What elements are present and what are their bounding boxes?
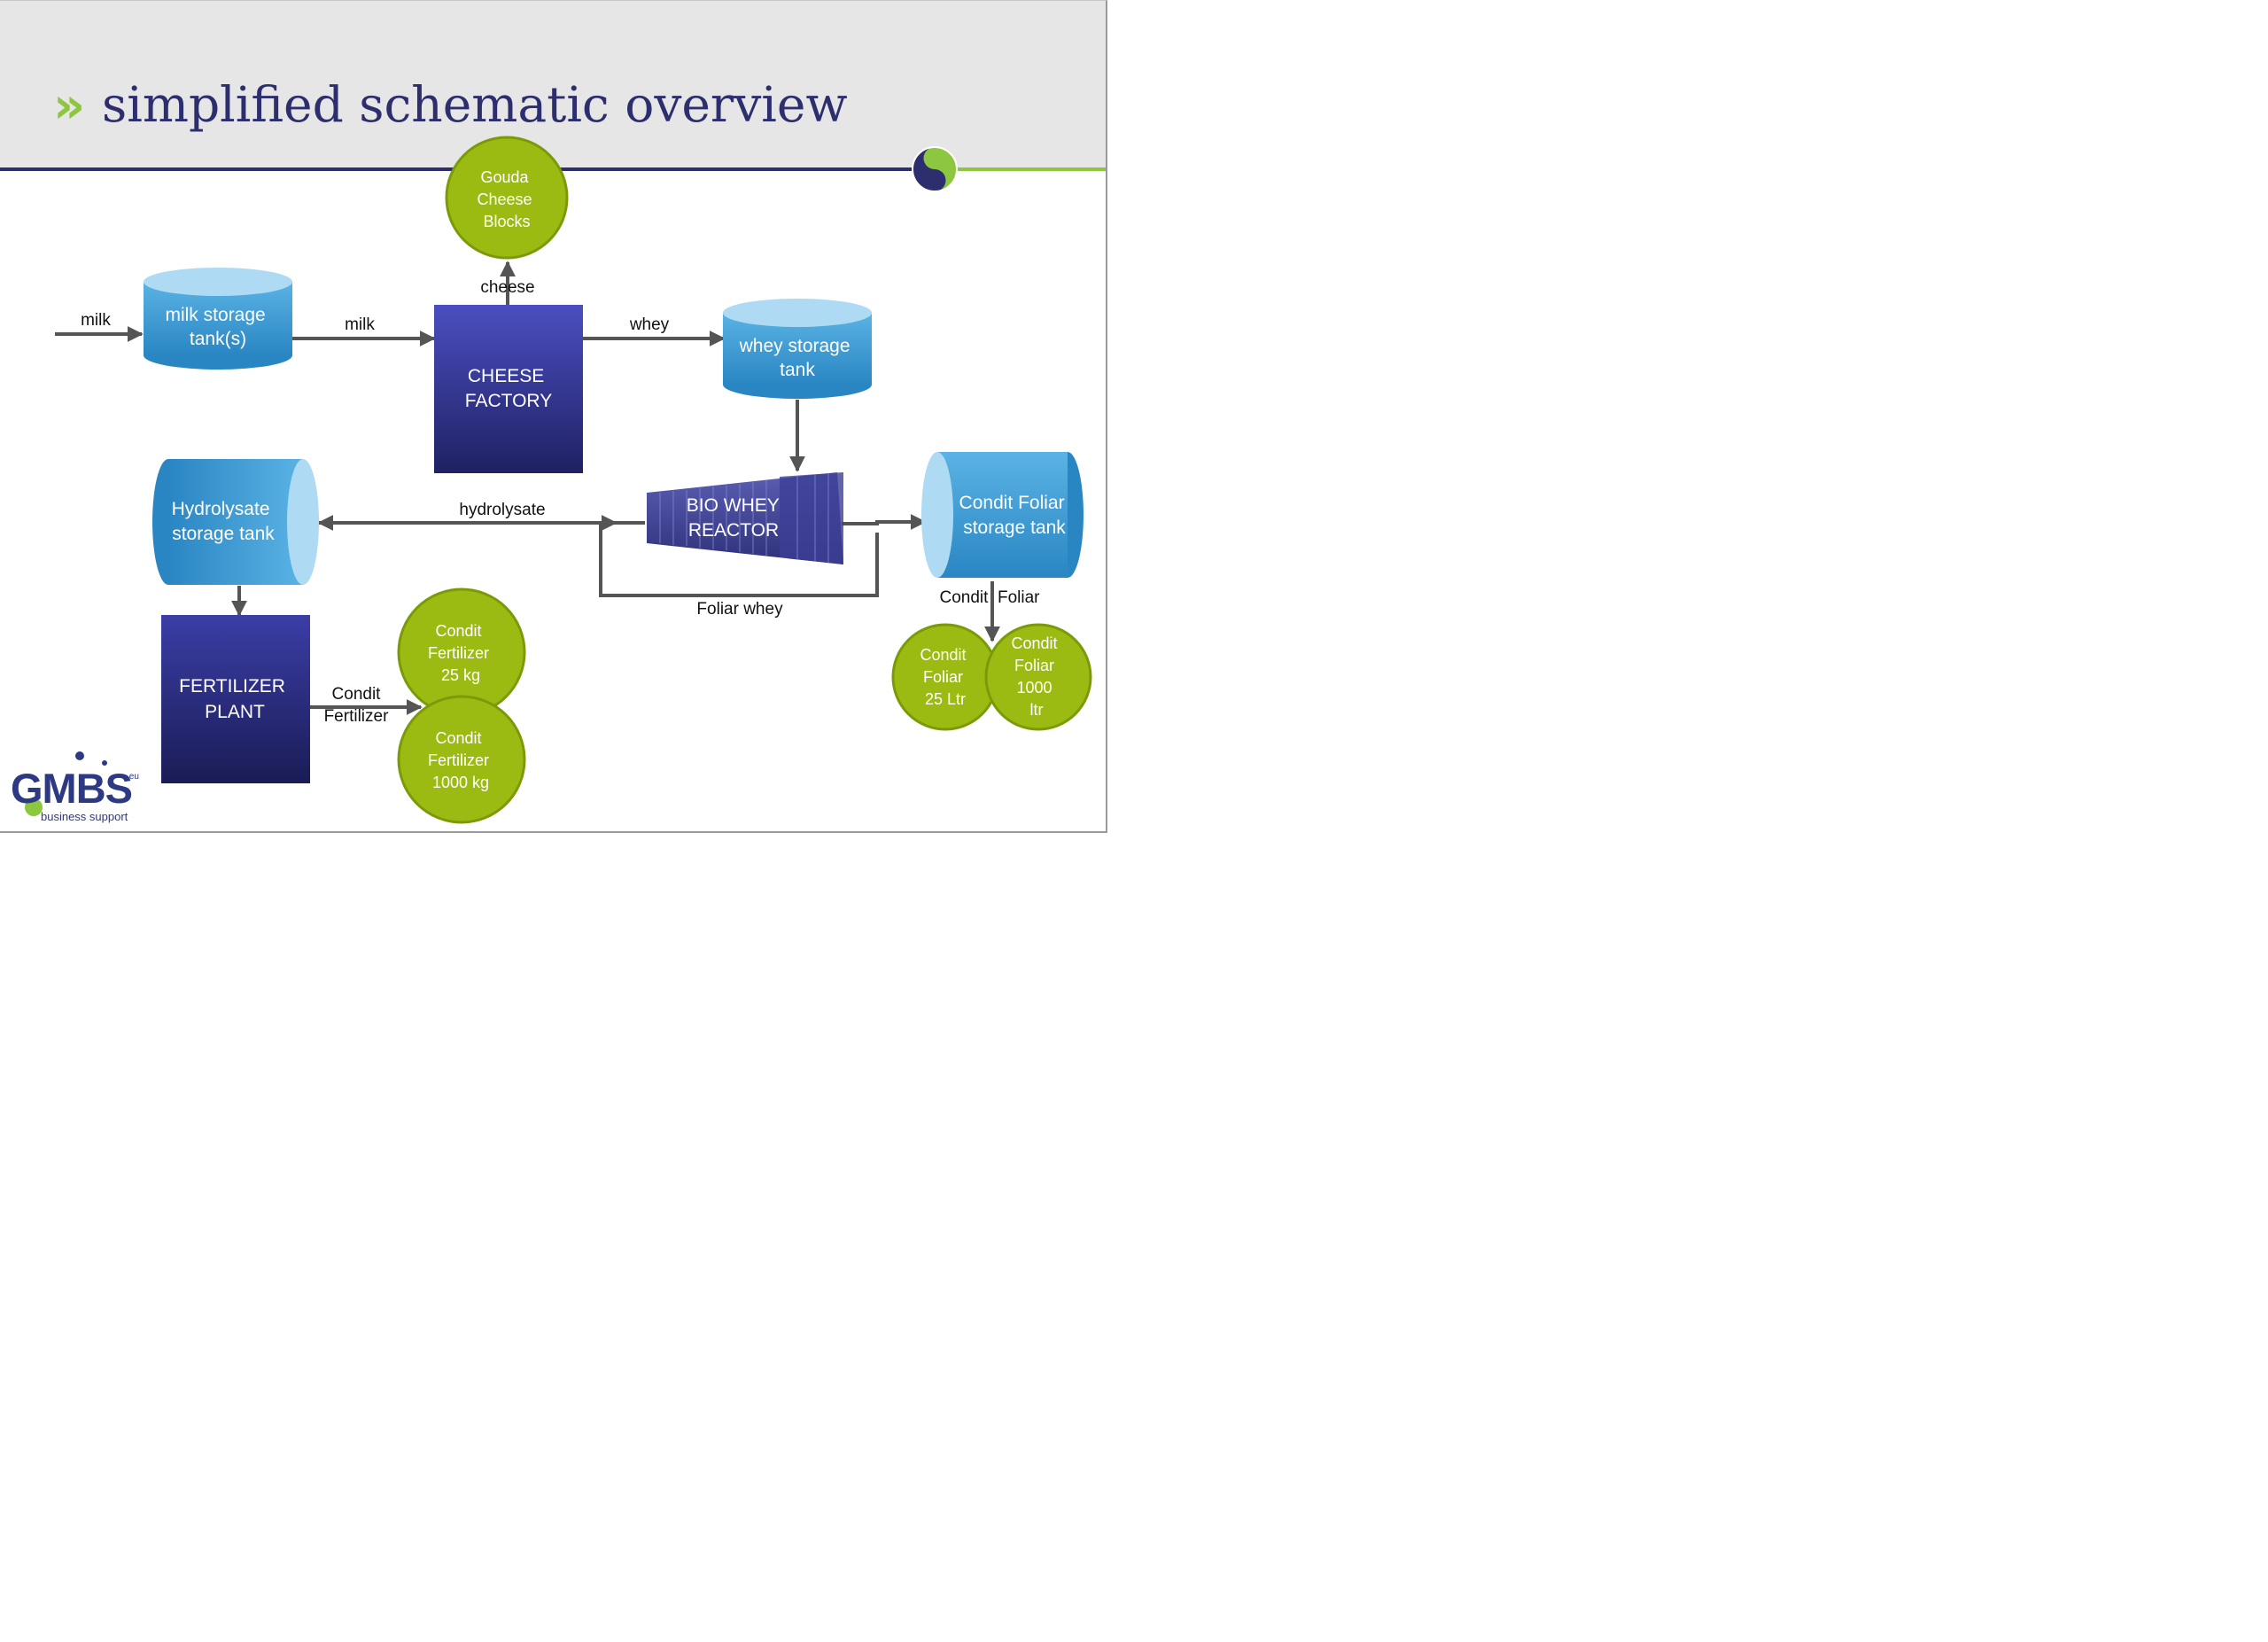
milk-to-factory-label: milk	[345, 315, 375, 334]
foliar-tank-label-1: Condit Foliar	[959, 493, 1065, 513]
foliar-tank-label-2: storage tank	[963, 518, 1066, 538]
condit-foliar-1000ltr: Condit Foliar 1000 ltr	[984, 623, 1092, 731]
condit-foliar-storage-tank: Condit Foliar storage tank	[921, 452, 1084, 578]
foliar-whey-label: Foliar whey	[696, 600, 783, 619]
hydrolysate-storage-tank: Hydrolysate storage tank	[152, 459, 319, 585]
milk-tank-label-2: tank(s)	[190, 329, 246, 349]
svg-text:Condit Foliar storage: Condit Foliar storage tank	[959, 493, 1070, 538]
whey-tank-label-1: whey storage	[739, 336, 850, 356]
foliar-25l-label-3: 25 Ltr	[925, 690, 966, 708]
fert-1000kg-label-3: 1000 kg	[432, 774, 489, 791]
gouda-label-1: Gouda	[480, 168, 529, 186]
logo-dots-icon	[25, 751, 107, 816]
svg-text:whey storage tank: whey storage tank	[739, 336, 856, 380]
cheese-label: cheese	[480, 278, 534, 297]
fert-25kg-label-2: Fertilizer	[428, 644, 489, 662]
header-band	[0, 1, 1106, 169]
fertilizer-plant-label-1: FERTILIZER	[179, 676, 285, 696]
condit-foliar-label: Condit Foliar	[940, 588, 1041, 607]
gouda-cheese-blocks: Gouda Cheese Blocks	[445, 136, 569, 260]
svg-text:Hydrolysate storage ta: Hydrolysate storage tank	[172, 499, 276, 544]
foliar-1000l-label-1: Condit	[1011, 634, 1057, 652]
foliar-1000l-label-4: ltr	[1030, 701, 1044, 719]
yin-yang-icon	[912, 146, 958, 192]
svg-text:Condit Fertilizer: Condit Fertilizer 1000 kg	[428, 729, 493, 791]
whey-tank-label-2: tank	[780, 360, 815, 380]
hydrolysate-tank-label-1: Hydrolysate	[172, 499, 270, 519]
whey-label: whey	[629, 315, 670, 334]
milk-storage-tank: milk storage tank(s)	[144, 268, 292, 370]
fert-25kg-label-1: Condit	[435, 622, 481, 640]
condit-fertilizer-label-1: Condit	[332, 685, 382, 704]
condit-foliar-25ltr: Condit Foliar 25 Ltr	[891, 623, 999, 731]
title-chevron-icon: »	[53, 77, 86, 135]
svg-text:Condit Fertilizer: Condit Fertilizer 25 kg	[428, 622, 493, 684]
svg-text:FERTILIZER PLANT: FERTILIZER PLANT	[179, 676, 291, 722]
foliar-25l-label-2: Foliar	[923, 668, 963, 686]
gouda-label-2: Cheese	[477, 191, 532, 208]
svg-text:Gouda Cheese B: Gouda Cheese Blocks	[477, 168, 536, 230]
reactor-label-2: REACTOR	[688, 520, 779, 541]
condit-fertilizer-1000kg: Condit Fertilizer 1000 kg	[397, 695, 526, 824]
schematic-diagram: milk storage tank(s) whey storage tank C…	[0, 136, 1106, 824]
fert-1000kg-label-2: Fertilizer	[428, 751, 489, 769]
foliar-25l-label-1: Condit	[920, 646, 966, 664]
cheese-factory: CHEESE FACTORY	[434, 305, 583, 473]
reactor-label-1: BIO WHEY	[687, 495, 780, 516]
slide-title: simplified schematic overview	[102, 76, 848, 133]
fert-25kg-label-3: 25 kg	[441, 666, 480, 684]
condit-fertilizer-25kg: Condit Fertilizer 25 kg	[397, 588, 526, 717]
foliar-1000l-label-3: 1000	[1016, 679, 1052, 696]
whey-storage-tank: whey storage tank	[723, 299, 872, 399]
cheese-factory-label-2: FACTORY	[465, 391, 552, 411]
svg-text:milk storage tank(s): milk storage tank(s)	[165, 305, 270, 349]
gmbs-logo: GMBS	[11, 765, 133, 812]
slide: » simplified schematic overview	[0, 0, 1107, 833]
fertilizer-plant-label-2: PLANT	[205, 702, 265, 722]
svg-text:BIO WHEY REACTOR: BIO WHEY REACTOR	[687, 495, 784, 541]
hydrolysate-tank-label-2: storage tank	[172, 524, 275, 544]
svg-text:Condit Foliar: Condit Foliar 1000 ltr	[1011, 634, 1061, 719]
fert-1000kg-label-1: Condit	[435, 729, 481, 747]
condit-fertilizer-label-2: Fertilizer	[324, 707, 390, 726]
foliar-1000l-label-2: Foliar	[1014, 657, 1054, 674]
svg-text:CHEESE FACTORY: CHEESE FACTORY	[465, 366, 552, 411]
milk-in-label: milk	[81, 311, 111, 330]
foliar-whey-loop	[599, 515, 879, 597]
cheese-factory-label-1: CHEESE	[468, 366, 544, 386]
gmbs-logo-suffix: .eu	[127, 772, 139, 782]
gouda-label-3: Blocks	[483, 213, 530, 230]
hydrolysate-label: hydrolysate	[459, 501, 545, 519]
bio-whey-reactor: BIO WHEY REACTOR	[647, 472, 843, 564]
milk-tank-label-1: milk storage	[165, 305, 265, 325]
fertilizer-plant: FERTILIZER PLANT	[161, 615, 310, 783]
gmbs-logo-tagline: business support	[41, 810, 128, 823]
svg-text:Condit Foliar: Condit Foliar 25 Ltr	[920, 646, 970, 708]
